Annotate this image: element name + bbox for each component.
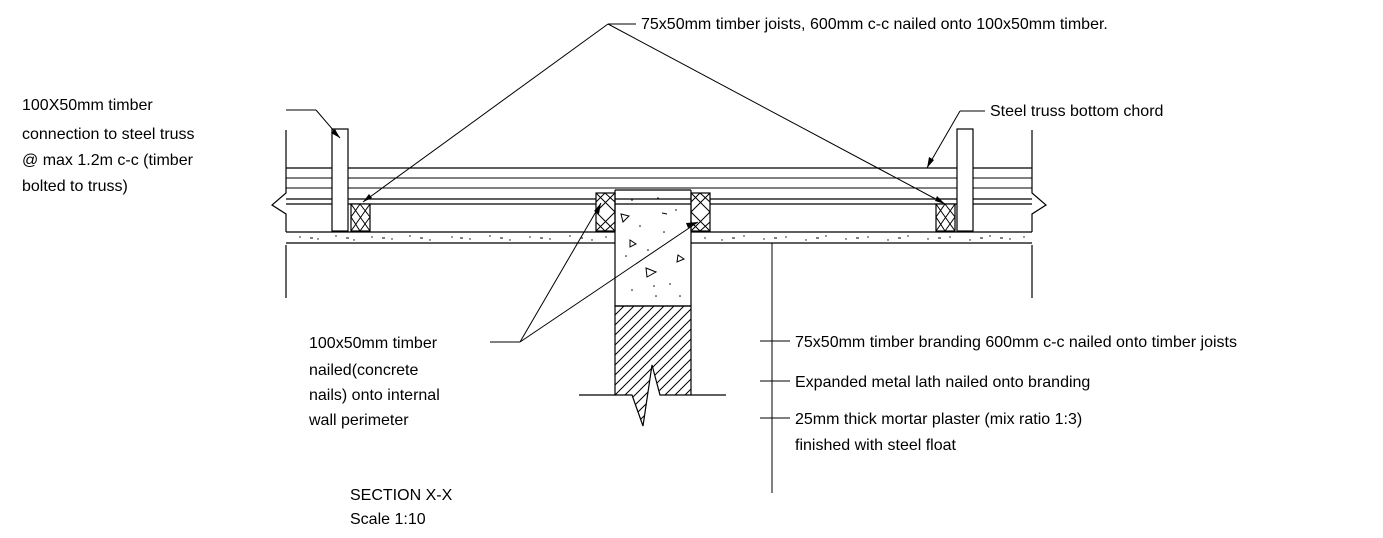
- label-plaster-line-2: finished with steel float: [795, 437, 957, 454]
- section-title: SECTION X-X: [350, 487, 453, 504]
- label-perimeter-line-1: 100x50mm timber: [309, 335, 438, 352]
- label-lath: Expanded metal lath nailed onto branding: [795, 374, 1090, 391]
- label-branding: 75x50mm timber branding 600mm c-c nailed…: [795, 334, 1237, 351]
- label-connection-line-3: @ max 1.2m c-c (timber: [22, 152, 194, 169]
- label-perimeter-line-4: wall perimeter: [308, 412, 409, 429]
- joist-lines: [286, 167, 1032, 205]
- label-plaster-line-1: 25mm thick mortar plaster (mix ratio 1:3…: [795, 411, 1082, 428]
- label-perimeter-line-3: nails) onto internal: [309, 387, 440, 404]
- label-connection-line-2: connection to steel truss: [22, 126, 195, 143]
- break-lines: [270, 130, 1048, 298]
- timber-posts: [331, 128, 974, 232]
- title-block: SECTION X-X Scale 1:10: [350, 487, 453, 528]
- annotation-joists: 75x50mm timber joists, 600mm c-c nailed …: [641, 16, 1108, 33]
- annotation-perimeter-timber: 100x50mm timber nailed(concrete nails) o…: [308, 335, 440, 429]
- annotation-lath: Expanded metal lath nailed onto branding: [795, 374, 1090, 391]
- label-connection-line-4: bolted to truss): [22, 178, 128, 195]
- annotation-branding: 75x50mm timber branding 600mm c-c nailed…: [795, 334, 1237, 351]
- label-connection-line-1: 100X50mm timber: [22, 97, 153, 114]
- annotation-plaster: 25mm thick mortar plaster (mix ratio 1:3…: [795, 411, 1082, 454]
- label-perimeter-line-2: nailed(concrete: [309, 362, 419, 379]
- annotation-connection: 100X50mm timber connection to steel trus…: [22, 97, 195, 195]
- annotation-bottom-chord: Steel truss bottom chord: [990, 103, 1163, 120]
- section-scale: Scale 1:10: [350, 511, 426, 528]
- plaster-layer: [286, 231, 1032, 244]
- leader-lines: [286, 23, 985, 493]
- brick-wall: [579, 305, 726, 427]
- concrete-wall: [614, 189, 692, 307]
- label-bottom-chord: Steel truss bottom chord: [990, 103, 1163, 120]
- label-joists: 75x50mm timber joists, 600mm c-c nailed …: [641, 16, 1108, 33]
